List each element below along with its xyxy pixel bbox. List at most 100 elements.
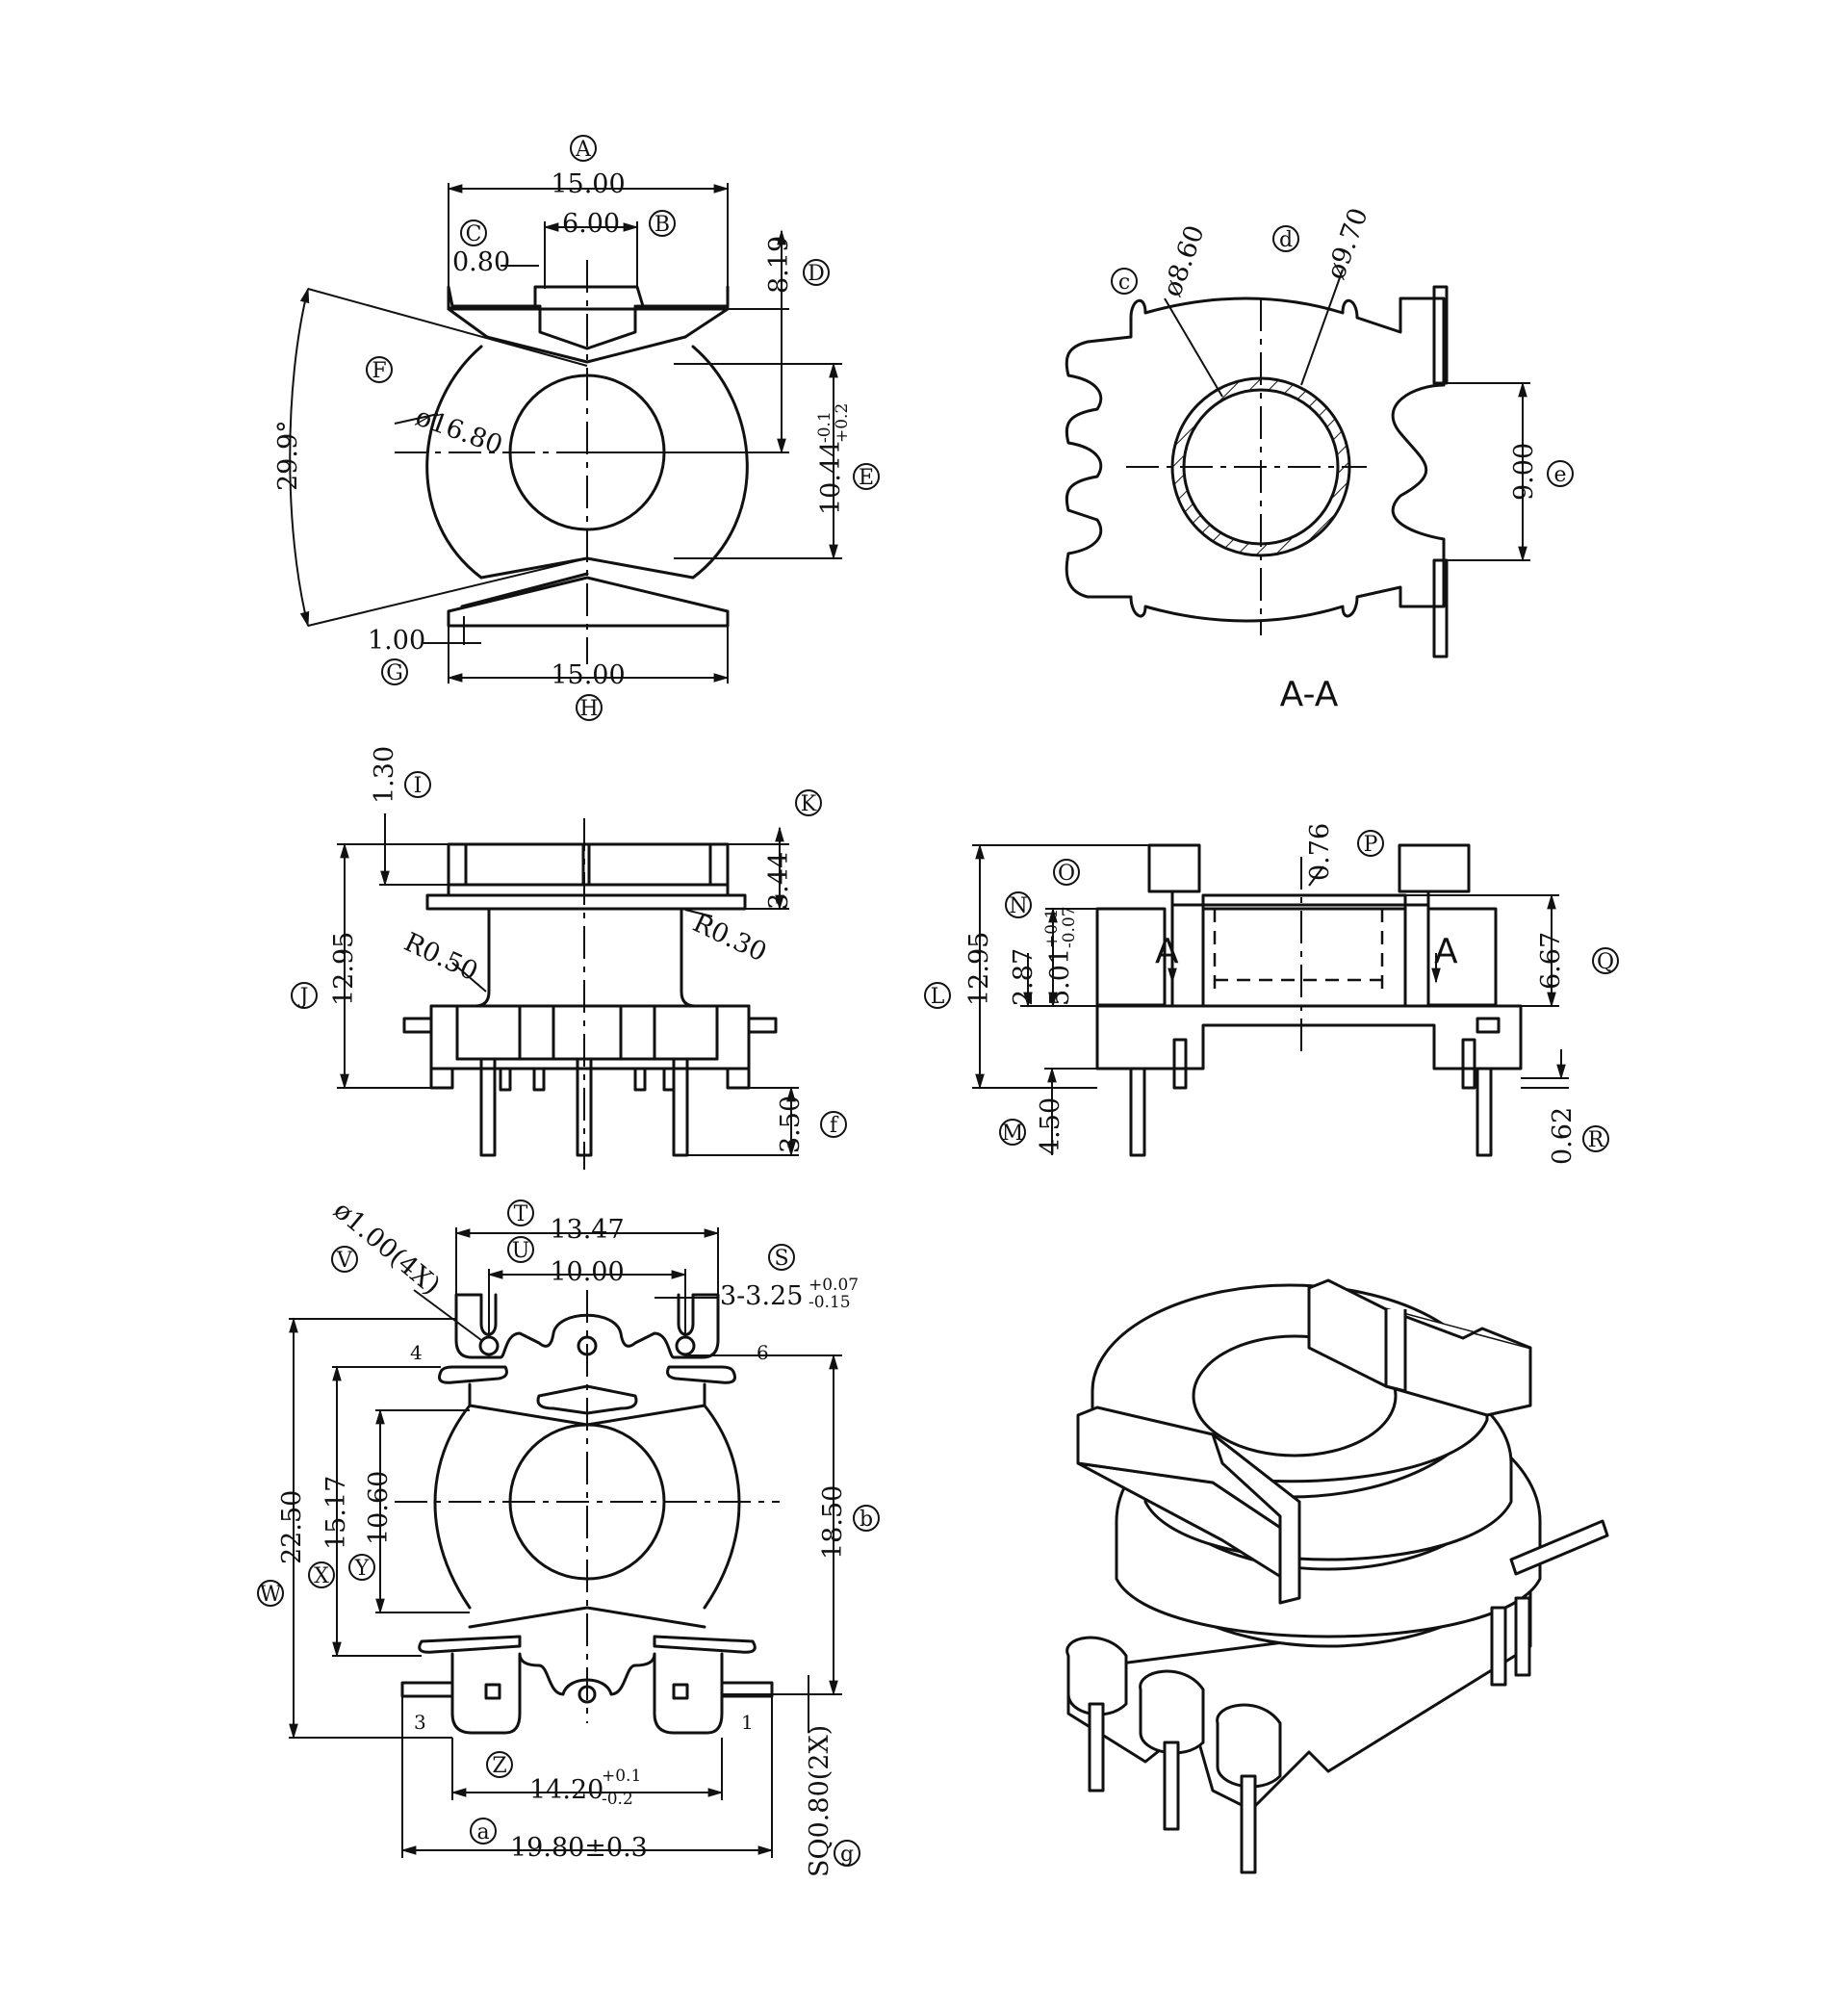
dim-pin-span: 14.20	[529, 1775, 603, 1805]
ref-e-icon: E	[853, 463, 880, 490]
svg-text:B: B	[654, 213, 670, 237]
dim-flange-thickness: 1.30	[370, 746, 399, 804]
dim-pitch-bottom: 10.00	[550, 1257, 624, 1287]
isometric-view	[1065, 1278, 1609, 1874]
pin-1-label: 1	[741, 1711, 754, 1734]
ref-s-icon: S	[768, 1244, 795, 1271]
svg-text:b: b	[860, 1508, 873, 1532]
section-title: A-A	[1280, 675, 1339, 714]
dim-angle: 29.9°	[273, 420, 303, 491]
ref-b-icon: B	[649, 210, 676, 237]
dim-pin-square: SQ0.80(2X)	[805, 1725, 834, 1877]
svg-text:K: K	[801, 792, 817, 816]
section-mark-left: A	[1155, 932, 1179, 971]
ref-o-icon: O	[1053, 859, 1080, 886]
pin-6-label: 6	[757, 1341, 769, 1364]
ref-x-icon: X	[308, 1561, 335, 1588]
tol-slot-up: +0.07	[808, 1276, 859, 1295]
tol-h2-up: +0.1	[1042, 909, 1062, 948]
svg-text:d: d	[1279, 228, 1293, 252]
dim-dia-outer-section: ø9.70	[1321, 204, 1373, 283]
svg-text:H: H	[579, 697, 598, 721]
ref-g-lower-icon: g	[834, 1840, 860, 1867]
ref-z-icon: Z	[486, 1751, 513, 1778]
svg-text:G: G	[386, 661, 403, 685]
dim-height-total: 22.50	[277, 1490, 307, 1564]
svg-text:E: E	[859, 466, 874, 490]
dim-radius-2: R0.30	[688, 908, 771, 967]
svg-text:Y: Y	[354, 1557, 370, 1581]
dim-pin-length: 3.50	[776, 1096, 806, 1153]
ref-c-lower-icon: c	[1111, 268, 1138, 295]
dim-h1: 2.87	[1009, 948, 1039, 1006]
dim-total-height: 12.95	[329, 932, 359, 1006]
ref-t-icon: T	[507, 1199, 534, 1226]
svg-text:O: O	[1058, 862, 1075, 886]
ref-y-icon: Y	[348, 1554, 375, 1581]
svg-text:W: W	[260, 1583, 282, 1607]
tol-slot-lo: -0.15	[808, 1293, 851, 1312]
dim-slot-width: 3-3.25	[720, 1281, 803, 1311]
ref-d-icon: D	[803, 259, 830, 286]
ref-d-lower-icon: d	[1272, 225, 1299, 252]
ref-m-icon: M	[999, 1119, 1026, 1146]
svg-text:Z: Z	[492, 1754, 506, 1778]
ref-c-icon: C	[460, 219, 487, 246]
dim-overall: 19.80±0.3	[510, 1833, 648, 1863]
svg-text:D: D	[808, 262, 825, 286]
svg-text:C: C	[466, 222, 482, 246]
ref-j-icon: J	[291, 982, 318, 1009]
svg-text:X: X	[314, 1564, 329, 1588]
section-mark-right: A	[1434, 932, 1458, 971]
dim-offset: 0.80	[452, 247, 510, 277]
side-view: A A 12.95 0.76 2.87 5.01 +0.1 -0.07 6.67…	[924, 823, 1619, 1165]
tol-span-up: +0.1	[602, 1767, 641, 1786]
svg-text:N: N	[1009, 894, 1027, 918]
ref-p-icon: P	[1357, 830, 1384, 857]
ref-v-icon: V	[331, 1246, 358, 1273]
tol-core-up: -0.1	[815, 411, 834, 443]
dim-side-total: 12.95	[964, 932, 994, 1006]
front-view: 1.30 12.95 R0.50 R0.30 3.44 3.50 I J K f	[291, 746, 847, 1170]
ref-q-icon: Q	[1592, 947, 1619, 974]
ref-e-lower-icon: e	[1547, 460, 1574, 487]
dim-pitch: 9.00	[1509, 443, 1539, 501]
dim-dia-inner: ø8.60	[1157, 221, 1210, 300]
svg-text:P: P	[1364, 833, 1378, 857]
svg-text:T: T	[514, 1202, 528, 1226]
top-view: 15.00 6.00 0.80 8.19 ø16.80 29.9° 1.00 1…	[273, 135, 880, 721]
svg-text:L: L	[931, 985, 945, 1009]
dim-height-right: 8.19	[764, 236, 794, 294]
ref-h-icon: H	[576, 694, 603, 721]
svg-text:g: g	[840, 1843, 854, 1867]
ref-g-icon: G	[381, 658, 408, 685]
ref-r-icon: R	[1582, 1125, 1609, 1152]
dim-height-mid: 15.17	[321, 1476, 351, 1550]
ref-f-icon: F	[366, 356, 393, 383]
svg-text:Q: Q	[1597, 950, 1614, 974]
svg-text:U: U	[512, 1239, 530, 1263]
svg-text:c: c	[1118, 271, 1130, 295]
dim-radius-1: R0.50	[399, 927, 482, 987]
svg-text:S: S	[774, 1247, 788, 1271]
dim-window: 6.67	[1536, 932, 1566, 990]
dim-bottom-gap: 1.00	[368, 626, 425, 656]
dim-pin-height: 4.50	[1036, 1097, 1065, 1155]
svg-text:a: a	[476, 1820, 489, 1844]
dim-span: 13.47	[550, 1215, 624, 1245]
tol-span-lo: -0.2	[602, 1790, 633, 1809]
svg-text:V: V	[336, 1249, 353, 1273]
svg-text:R: R	[1588, 1128, 1605, 1152]
ref-a-icon: A	[570, 135, 597, 162]
svg-text:J: J	[298, 985, 309, 1009]
ref-k-icon: K	[795, 789, 822, 816]
ref-i-icon: I	[404, 771, 431, 798]
ref-l-icon: L	[924, 982, 951, 1009]
ref-u-icon: U	[507, 1236, 534, 1263]
tol-core-lo: +0.2	[833, 403, 852, 443]
svg-text:I: I	[414, 774, 423, 798]
ref-a-lower-icon: a	[470, 1818, 497, 1844]
dim-pin-thickness: 0.62	[1548, 1107, 1578, 1165]
dim-width-top: 15.00	[551, 169, 625, 199]
